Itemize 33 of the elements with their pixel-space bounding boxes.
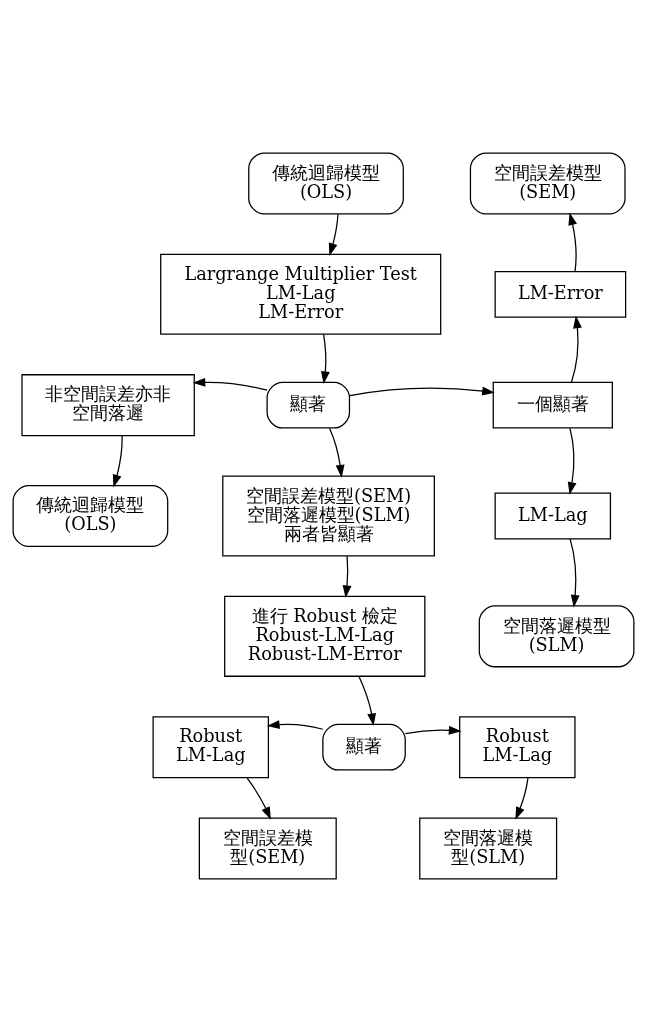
node-box: 非空間誤差亦非空間落遲 (21, 374, 195, 437)
node-box: 進行 Robust 檢定 Robust-LM-Lag Robust-LM-Error (224, 595, 426, 677)
arrow (266, 720, 324, 730)
arrow (358, 676, 377, 727)
node-box: 空間誤差模型 (SEM) (469, 152, 626, 215)
node-box: 空間落遲模型(SLM) (419, 817, 558, 880)
arrow (342, 555, 352, 599)
node-box: 一個顯著 (492, 381, 613, 429)
arrow (320, 334, 330, 385)
arrow (246, 777, 271, 820)
arrow (192, 377, 268, 391)
node-box: 顯著 (266, 381, 351, 429)
node-box: 空間誤差模型(SEM) 空間落遲模型(SLM) 兩者皆顯著 (222, 475, 435, 557)
arrow (568, 212, 577, 272)
node-box: 空間誤差模型(SEM) (198, 817, 337, 880)
arrow (404, 725, 462, 735)
node-box: LM-Error (494, 270, 627, 318)
arrow (567, 427, 577, 495)
arrow (570, 315, 582, 383)
node-box: 傳統迴歸模型 (OLS) (248, 152, 404, 215)
arrow (112, 435, 123, 488)
arrow (569, 538, 580, 608)
node-box: LM-Lag (494, 492, 612, 540)
node-box: Robust LM-Lag (459, 716, 576, 779)
arrow (515, 777, 529, 820)
node-box: Robust LM-Lag (152, 716, 270, 779)
arrow (328, 427, 345, 478)
arrow (349, 386, 495, 397)
arrow (328, 213, 339, 256)
node-box: 空間落遲模型 (SLM) (478, 605, 635, 668)
node-box: 傳統迴歸模型 (OLS) (12, 484, 169, 548)
node-box: 顯著 (322, 723, 406, 771)
node-box: Largrange Multiplier Test LM-Lag LM-Error (160, 253, 442, 335)
